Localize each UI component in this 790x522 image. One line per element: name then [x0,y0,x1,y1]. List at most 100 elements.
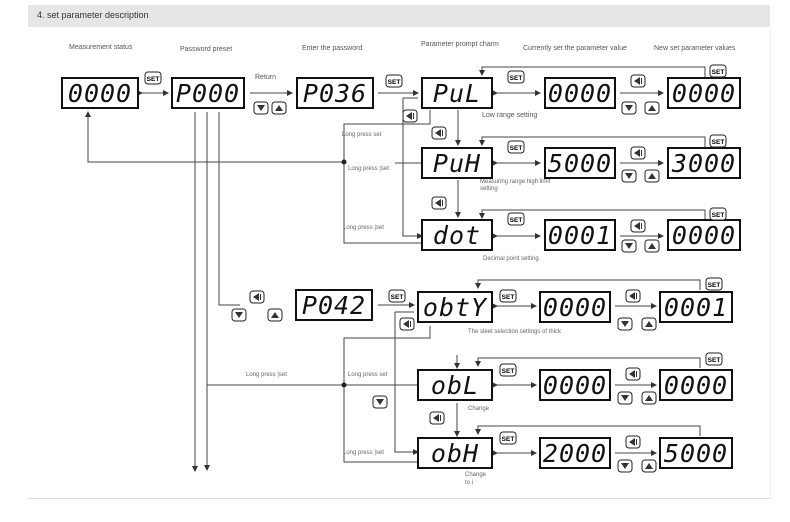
change-label-2: to i [465,480,473,486]
col-new: New set parameter values [654,45,736,52]
down-arrow-icon [621,463,629,469]
shift-left-icon [433,414,441,422]
up-arrow-button[interactable] [644,169,660,183]
shift-left-button[interactable] [625,435,641,449]
down-arrow-button[interactable] [253,101,269,115]
shift-left-button[interactable] [630,146,646,160]
set-label: SET [708,357,721,364]
down-arrow-button[interactable] [617,459,633,473]
shift-left-button[interactable] [402,109,418,123]
button-frame [388,289,406,303]
display-frame [417,437,493,469]
display-obl-new: 0000 [659,369,733,401]
display-frame [659,291,733,323]
shift-left-button[interactable] [399,317,415,331]
button-frame [705,277,723,291]
set-button[interactable]: SET [709,207,727,221]
set-button[interactable]: SET [499,289,517,303]
down-arrow-button[interactable] [621,101,637,115]
shift-left-button[interactable] [431,126,447,140]
down-arrow-button[interactable] [372,395,388,409]
display-value: 0001 [664,293,728,322]
set-button[interactable]: SET [144,71,162,85]
display-frame [667,77,741,109]
up-arrow-button[interactable] [644,239,660,253]
long-press-label: Long press |set [348,166,389,172]
up-arrow-icon [648,105,656,111]
display-value: 0001 [548,221,612,250]
display-frame [421,219,493,251]
display-frame [667,147,741,179]
down-arrow-button[interactable] [231,308,247,322]
display-p000: P000 [171,77,245,109]
set-button[interactable]: SET [709,64,727,78]
shift-left-button[interactable] [630,74,646,88]
set-button[interactable]: SET [499,431,517,445]
display-obty: obtY [417,291,493,323]
shift-left-button[interactable] [249,290,265,304]
display-obh-cur: 2000 [539,437,611,469]
shift-left-button[interactable] [630,219,646,233]
set-button[interactable]: SET [507,212,525,226]
down-arrow-icon [625,173,633,179]
set-label: SET [388,79,401,86]
change-label: Change [465,472,487,478]
display-frame [539,291,611,323]
down-arrow-button[interactable] [621,239,637,253]
display-obh-new: 5000 [659,437,733,469]
set-button[interactable]: SET [705,352,723,366]
shift-left-icon [435,199,443,207]
display-value: obH [431,439,479,468]
down-arrow-icon [376,399,384,405]
set-button[interactable]: SET [709,134,727,148]
up-arrow-icon [275,105,283,111]
down-arrow-icon [625,105,633,111]
down-arrow-button[interactable] [617,391,633,405]
long-press-label: Long press set [348,372,388,378]
set-label: SET [391,294,404,301]
col-measurement: Measurement status [69,44,133,51]
display-dot-new: 0000 [667,219,741,251]
shift-left-icon [634,77,642,85]
down-arrow-icon [621,321,629,327]
shift-left-button[interactable] [625,367,641,381]
up-arrow-icon [645,463,653,469]
display-value: 5000 [548,149,612,178]
set-button[interactable]: SET [388,289,406,303]
down-arrow-icon [235,312,243,318]
shift-left-button[interactable] [429,411,445,425]
set-button[interactable]: SET [499,363,517,377]
col-prompt: Parameter prompt charm [421,41,499,48]
set-button[interactable]: SET [705,277,723,291]
obty-note: The sleet selection settings of thick [468,329,562,335]
set-button[interactable]: SET [385,74,403,88]
display-measure: 0000 [61,77,139,109]
connector-lines [85,66,706,472]
down-arrow-button[interactable] [621,169,637,183]
button-frame [709,64,727,78]
set-button[interactable]: SET [507,70,525,84]
button-frame [507,70,525,84]
shift-left-icon [406,112,414,120]
up-arrow-button[interactable] [641,317,657,331]
up-arrow-button[interactable] [644,101,660,115]
up-arrow-button[interactable] [641,391,657,405]
display-value: 0000 [672,221,736,250]
shift-left-button[interactable] [431,196,447,210]
button-frame [709,207,727,221]
down-arrow-icon [257,105,265,111]
change-label: Change [468,406,490,412]
display-obl-cur: 0000 [539,369,611,401]
shift-left-button[interactable] [625,289,641,303]
set-button[interactable]: SET [507,140,525,154]
up-arrow-button[interactable] [271,101,287,115]
down-arrow-button[interactable] [617,317,633,331]
up-arrow-icon [648,243,656,249]
content-frame [28,27,771,499]
display-value: 0000 [68,79,132,108]
return-label: Return [255,74,276,81]
display-value: obL [431,371,479,400]
display-frame [295,289,373,321]
up-arrow-button[interactable] [641,459,657,473]
up-arrow-button[interactable] [267,308,283,322]
